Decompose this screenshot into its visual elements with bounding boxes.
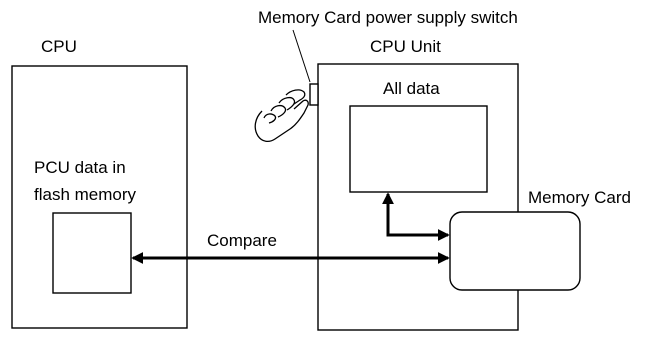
flash-memory-box bbox=[52, 212, 132, 294]
cpu-unit-title: CPU Unit bbox=[370, 37, 441, 56]
pcu-data-label-line1: PCU data in bbox=[34, 158, 126, 177]
power-switch[interactable] bbox=[309, 83, 319, 106]
pcu-data-label-line2: flash memory bbox=[34, 185, 137, 204]
switch-leader-line bbox=[292, 29, 311, 83]
card-transfer-arrow bbox=[382, 192, 450, 241]
memory-card-box bbox=[449, 211, 581, 291]
all-data-box bbox=[349, 105, 488, 193]
all-data-label: All data bbox=[383, 79, 440, 98]
cpu-title: CPU bbox=[41, 37, 77, 56]
pointing-hand-icon bbox=[254, 89, 309, 143]
memory-card-label: Memory Card bbox=[528, 188, 631, 207]
power-switch-label: Memory Card power supply switch bbox=[258, 8, 518, 27]
compare-label: Compare bbox=[207, 231, 277, 250]
